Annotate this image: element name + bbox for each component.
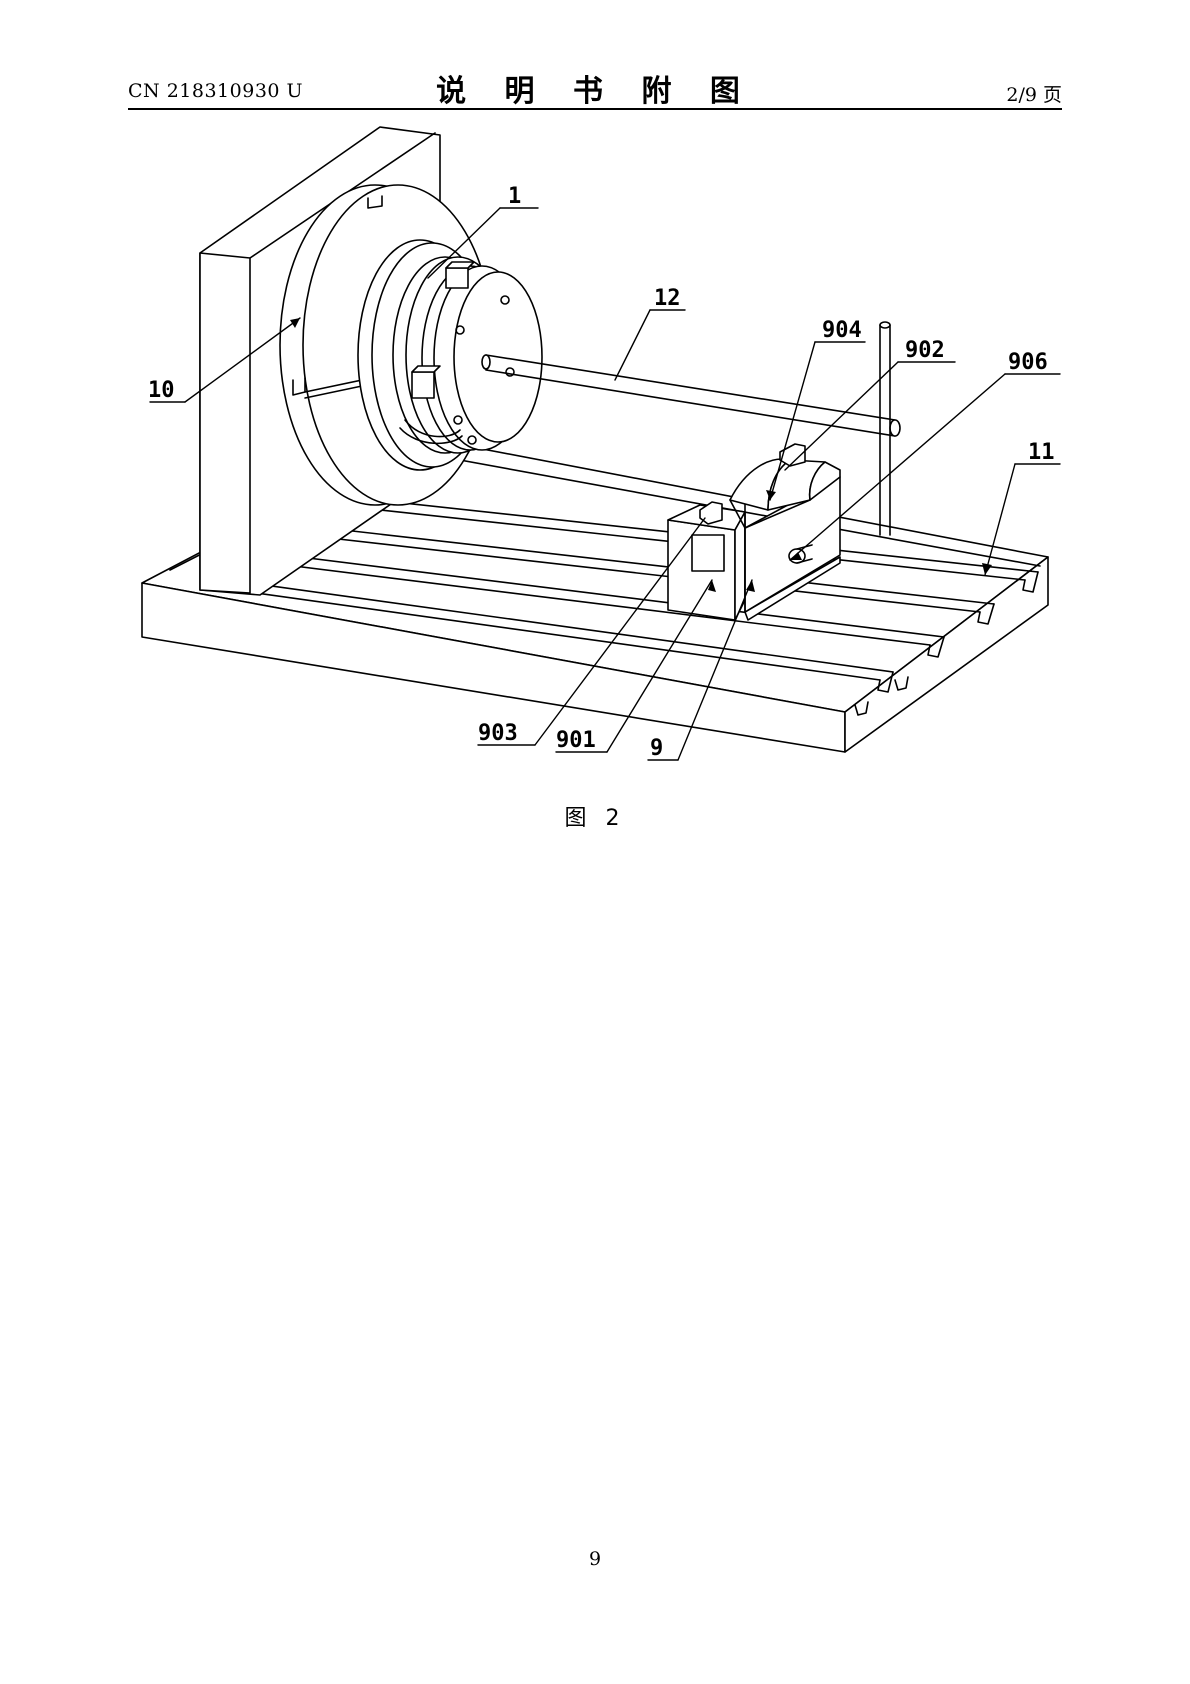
technical-drawing: 1 10 12 904 902 906 11 903 901 9: [141, 126, 1061, 761]
vertical-rod: [879, 321, 891, 536]
ref-label-906: 906: [1008, 350, 1048, 375]
ref-label-10: 10: [148, 378, 175, 403]
ref-label-902: 902: [905, 338, 945, 363]
ref-label-1: 1: [508, 184, 521, 209]
ref-label-12: 12: [654, 286, 681, 311]
figure-caption: 图 2: [564, 806, 626, 831]
shaft: [481, 354, 901, 437]
ref-label-904: 904: [822, 318, 862, 343]
publication-number: CN 218310930 U: [128, 80, 304, 102]
ref-label-9: 9: [650, 736, 663, 761]
header-divider: [128, 108, 1062, 110]
ref-label-11: 11: [1028, 440, 1055, 465]
ref-label-903: 903: [478, 721, 518, 746]
leader-lines: [149, 207, 1061, 761]
support-block: [667, 443, 841, 621]
page-reference: 2/9 页: [1006, 84, 1062, 106]
chuck-assembly: [357, 239, 543, 471]
document-title: 说 明 书 附 图: [436, 74, 754, 109]
ref-label-901: 901: [556, 728, 596, 753]
page-number: 9: [588, 1548, 602, 1570]
